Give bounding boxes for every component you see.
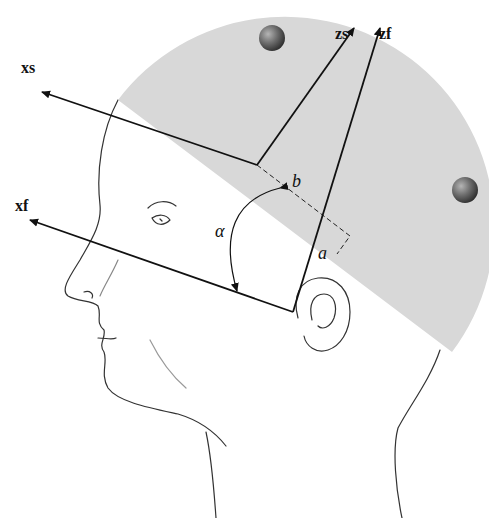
marker-sphere [452, 177, 478, 203]
axis-label: zf [378, 26, 392, 42]
axis-label: xs [20, 60, 36, 76]
axis-label: xf [14, 198, 29, 214]
axis-label: b [291, 172, 302, 190]
helmet [118, 17, 489, 352]
axis-label: a [317, 244, 328, 262]
axes [30, 28, 380, 312]
axis-label: α [214, 222, 225, 240]
offset-line [257, 165, 350, 254]
axis-label: zs [334, 26, 349, 42]
marker-sphere [259, 25, 285, 51]
